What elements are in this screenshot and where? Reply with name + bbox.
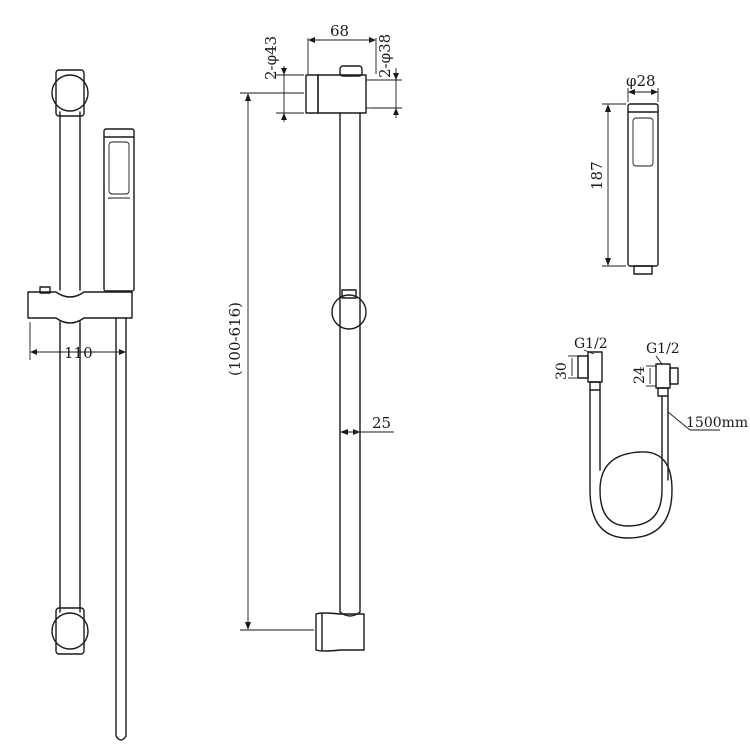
dim-handset-length: 187 — [588, 161, 606, 190]
dim-hose-nut-right: 24 — [632, 366, 648, 384]
dimension-25: 25 — [340, 414, 394, 435]
dimension-phi38: 2-φ38 — [370, 34, 402, 118]
slider-bracket-front — [27, 286, 133, 324]
dim-hose-nut-left: 30 — [554, 362, 570, 380]
hose-view: G1/2 G1/2 30 24 1500mm — [554, 336, 748, 539]
hose-thread-right: G1/2 — [646, 341, 680, 357]
bottom-wall-mount — [51, 607, 89, 655]
dim-slider-width: 68 — [330, 22, 349, 40]
side-bottom-mount — [315, 611, 365, 652]
hose-left-fitting — [577, 351, 603, 391]
hose-thread-left: G1/2 — [574, 336, 608, 352]
dim-hose-length: 1500mm — [686, 415, 748, 431]
dimension-110: 110 — [29, 322, 127, 362]
dimension-68: 68 — [307, 22, 377, 74]
handset-view: φ28 187 — [588, 72, 659, 275]
front-view: 110 — [27, 69, 135, 741]
dimension-rail-length: (100-616) — [226, 92, 314, 631]
rail-upper — [59, 111, 81, 291]
side-slider-knob — [331, 289, 367, 330]
dim-bar-diameter-mount: 2-φ38 — [376, 34, 394, 78]
side-rail — [339, 112, 361, 613]
dim-rail-length: (100-616) — [226, 302, 244, 376]
top-wall-mount — [51, 69, 89, 117]
dim-wall-mount-diameter: 2-φ43 — [262, 36, 280, 80]
dimension-phi43: 2-φ43 — [262, 36, 304, 122]
hand-shower-front — [103, 128, 135, 292]
hose-front — [115, 317, 127, 741]
dim-rail-diameter: 25 — [372, 414, 391, 432]
side-top-mount — [305, 65, 370, 114]
dim-handset-diameter: φ28 — [626, 72, 656, 90]
hose-right-fitting — [655, 363, 679, 397]
dimension-187: 187 — [588, 103, 626, 267]
dim-bracket-width: 110 — [64, 344, 93, 362]
side-view: 68 2-φ43 2-φ38 (100-616) — [226, 22, 402, 652]
hose-loop — [589, 389, 673, 539]
dimension-phi28: φ28 — [626, 72, 659, 102]
dimension-30: 30 — [554, 355, 578, 380]
rail-lower — [59, 321, 81, 613]
dimension-24: 24 — [632, 365, 656, 387]
